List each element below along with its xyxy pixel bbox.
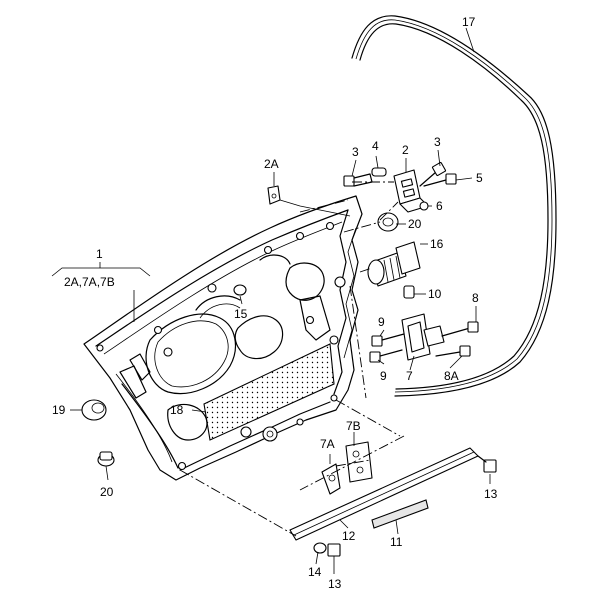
label-13-right: 13: [484, 487, 498, 501]
assembly-lines: [179, 181, 405, 537]
label-7a: 7A: [320, 437, 335, 451]
sleeve-10: [403, 285, 415, 299]
bolt-5: [423, 173, 457, 187]
label-20-upper: 20: [408, 217, 422, 231]
door-seal-17: [351, 15, 557, 397]
label-7b: 7B: [346, 419, 361, 433]
label-8a: 8A: [444, 369, 459, 383]
label-2: 2: [402, 143, 409, 157]
hinge-upper-2: [393, 169, 429, 213]
bolt-13-right: [477, 455, 497, 473]
bolt-3-left: [343, 173, 373, 187]
bolt-8: [441, 321, 479, 337]
label-3-left: 3: [352, 145, 359, 159]
label-6: 6: [436, 199, 443, 213]
label-17: 17: [462, 15, 476, 29]
sill-strip-12: [289, 447, 479, 541]
bolt-13-lower: [327, 543, 341, 557]
label-11: 11: [390, 535, 403, 549]
pin-4: [371, 167, 387, 177]
label-18: 18: [170, 403, 184, 417]
grommet-15: [233, 284, 247, 296]
label-7: 7: [406, 369, 413, 383]
label-12: 12: [342, 529, 356, 543]
clip-2a: [267, 185, 281, 205]
damping-pad-18: [203, 343, 335, 441]
leader-lines: [51, 27, 491, 574]
door-inner-panel: [83, 195, 363, 481]
bolt-3-right: [419, 161, 447, 187]
washer-14: [313, 542, 327, 554]
callout-labels: 17 1 2A,7A,7B 2A 3 4 2 3 5 6 20 16 10 8 …: [52, 15, 498, 591]
label-16: 16: [430, 237, 444, 251]
cap-19: [81, 399, 107, 421]
label-20-lower: 20: [100, 485, 114, 499]
label-19: 19: [52, 403, 66, 417]
strip-11: [371, 499, 429, 529]
label-9-lower: 9: [380, 369, 387, 383]
label-3-right: 3: [434, 135, 441, 149]
hinge-lower-7: [401, 313, 445, 361]
label-14: 14: [308, 565, 322, 579]
plug-20-lower: [97, 451, 115, 467]
door-check-16: [367, 241, 421, 287]
label-5: 5: [476, 171, 483, 185]
label-15: 15: [234, 307, 248, 321]
label-13-lower: 13: [328, 577, 342, 591]
grommet-20-upper: [377, 212, 399, 232]
label-10: 10: [428, 287, 442, 301]
label-2a: 2A: [264, 157, 279, 171]
label-8: 8: [472, 291, 479, 305]
bolt-9-upper: [371, 333, 405, 347]
label-1-sub: 2A,7A,7B: [64, 275, 115, 289]
clip-7a: [321, 463, 341, 495]
bolt-8a: [435, 345, 471, 357]
label-4: 4: [372, 139, 379, 153]
bolt-9-lower: [369, 349, 403, 363]
label-9-upper: 9: [378, 315, 385, 329]
cap-6: [419, 201, 429, 211]
label-1: 1: [96, 247, 103, 261]
